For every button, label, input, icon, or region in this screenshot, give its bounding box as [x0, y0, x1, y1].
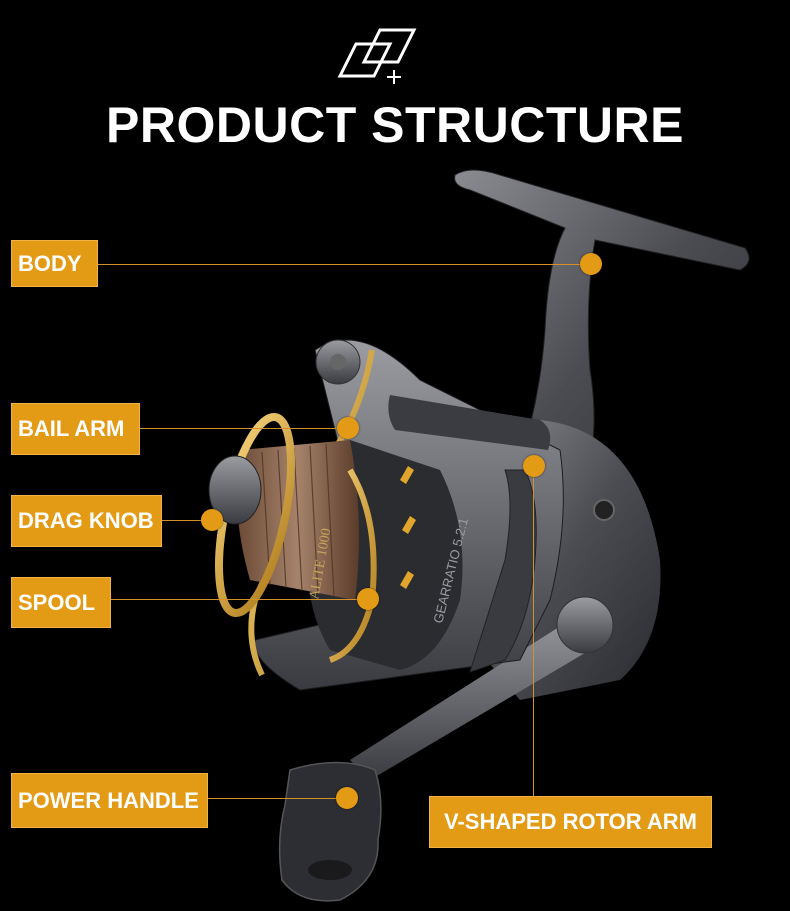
- body-leader-line: [98, 264, 592, 265]
- bail-arm-label: BAIL ARM: [11, 403, 140, 455]
- drag-knob-marker: [201, 509, 223, 531]
- rotor-arm-label: V-SHAPED ROTOR ARM: [429, 796, 712, 848]
- layers-plus-icon: [337, 28, 417, 84]
- drag-knob-leader-line: [162, 520, 214, 521]
- drag-knob-label: DRAG KNOB: [11, 495, 162, 547]
- power-handle-label: POWER HANDLE: [11, 773, 208, 828]
- bail-arm-leader-line: [140, 428, 348, 429]
- rotor-arm-marker: [523, 455, 545, 477]
- page-title: PRODUCT STRUCTURE: [106, 97, 684, 153]
- power-handle-marker: [336, 787, 358, 809]
- body-label: BODY: [11, 240, 98, 287]
- rotor-arm-leader-line: [533, 466, 534, 796]
- spool-marker: [357, 588, 379, 610]
- spool-label: SPOOL: [11, 577, 111, 628]
- power-handle-leader-line: [208, 798, 347, 799]
- bail-arm-marker: [337, 417, 359, 439]
- body-marker: [580, 253, 602, 275]
- spool-leader-line: [111, 599, 368, 600]
